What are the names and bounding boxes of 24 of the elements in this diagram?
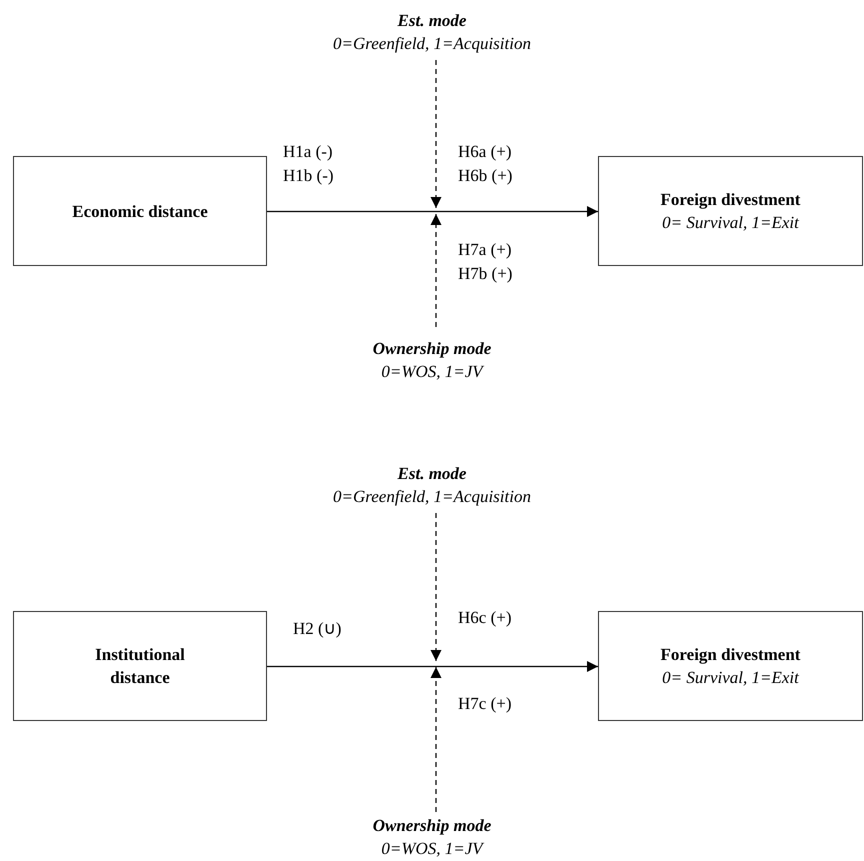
dashed-arrow: [430, 667, 442, 812]
dashed-arrow: [430, 214, 442, 327]
variable-name: Foreign divestment: [660, 189, 800, 211]
variable-name: Est. mode: [398, 463, 466, 485]
coding-note: 0=Greenfield, 1=Acquisition: [333, 33, 531, 55]
coding-note: 0=WOS, 1=JV: [381, 838, 483, 860]
variable-name: Foreign divestment: [660, 644, 800, 666]
variable-box: [13, 611, 267, 721]
arrow: [267, 661, 598, 672]
dashed-arrow: [430, 513, 442, 661]
variable-box: [598, 156, 863, 266]
dashed-arrow: [430, 60, 442, 208]
variable-name: Institutional distance: [94, 644, 186, 689]
variable-box: [13, 156, 267, 266]
coding-note: 0= Survival, 1=Exit: [662, 667, 799, 689]
variable-name: Est. mode: [398, 10, 466, 32]
variable-name: Ownership mode: [372, 338, 492, 360]
coding-note: 0=WOS, 1=JV: [381, 360, 483, 382]
coding-note: 0=Greenfield, 1=Acquisition: [333, 486, 531, 508]
variable-name: Ownership mode: [372, 814, 492, 836]
arrow: [267, 206, 598, 217]
variable-box: [598, 611, 863, 721]
coding-note: 0= Survival, 1=Exit: [662, 212, 799, 234]
variable-name: Economic distance: [72, 200, 208, 222]
